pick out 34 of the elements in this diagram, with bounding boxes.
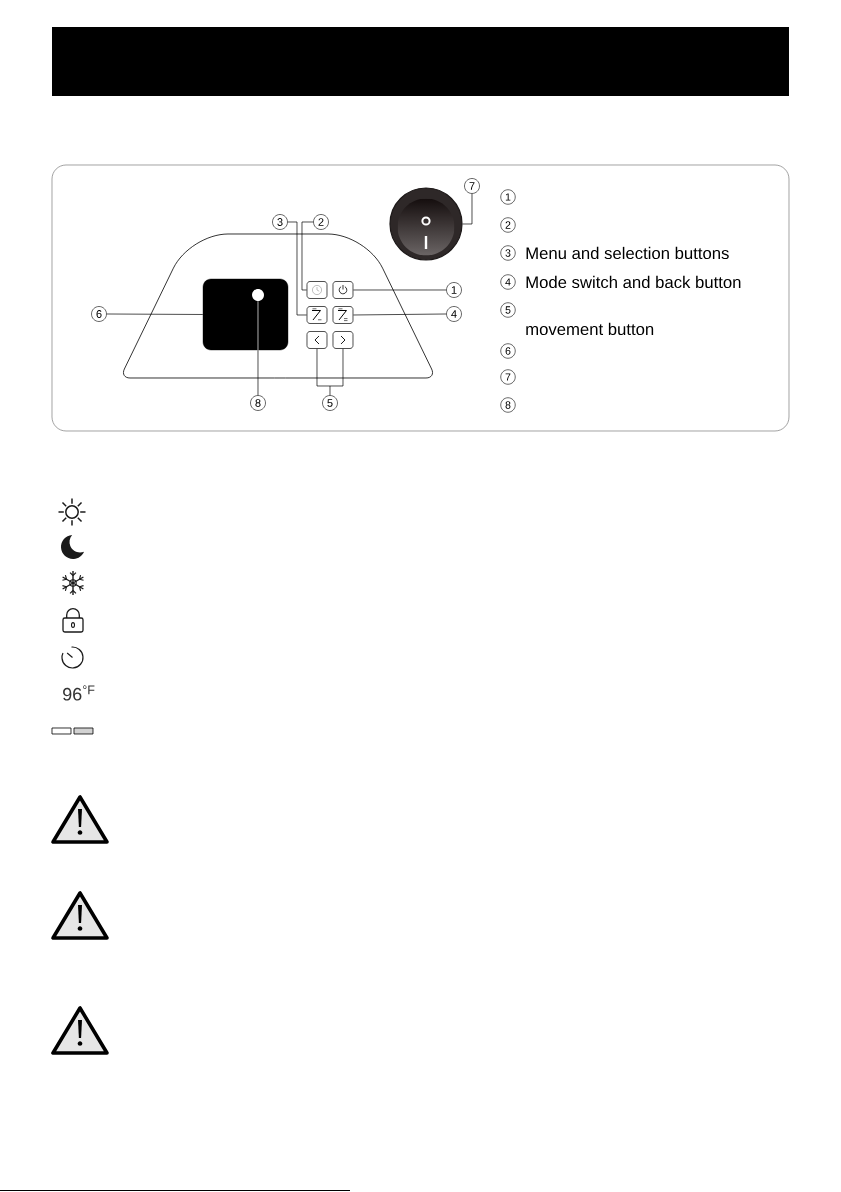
- callout-number: 1: [446, 282, 462, 298]
- leader-line: [462, 193, 473, 225]
- callout-number: 3: [272, 214, 288, 230]
- title-bar: [52, 27, 789, 96]
- display-screen: [202, 278, 289, 351]
- list-number: 7: [500, 369, 516, 385]
- item-label: movement button: [526, 322, 654, 336]
- callout-number: 5: [322, 395, 338, 411]
- item-label: Menu and selection buttons: [526, 246, 729, 260]
- callout-number: 2: [313, 214, 329, 230]
- leader-line: [287, 221, 307, 316]
- rocker-switch: [389, 187, 463, 261]
- leader-line: [106, 313, 204, 315]
- callout-number: 8: [250, 395, 266, 411]
- leader-line: [316, 348, 344, 396]
- callout-number: 7: [464, 178, 480, 194]
- list-number: 8: [500, 397, 516, 413]
- list-number: 2: [500, 217, 516, 233]
- panel-button: [332, 281, 354, 299]
- leader-line: [257, 300, 259, 396]
- callout-number: 6: [91, 306, 107, 322]
- leader-line: [353, 313, 447, 316]
- list-number: 1: [500, 189, 516, 205]
- list-number: 3: [500, 245, 516, 261]
- temperature-reading: 96$^{°F}$: [63, 685, 95, 701]
- list-number: 6: [500, 343, 516, 359]
- item-label: Mode switch and back button: [526, 275, 741, 289]
- callout-number: 4: [446, 306, 462, 322]
- panel-button: [332, 331, 354, 349]
- panel-button: [306, 331, 328, 349]
- leader-line: [301, 221, 314, 291]
- list-number: 4: [500, 274, 516, 290]
- list-number: 5: [500, 302, 516, 318]
- leader-line: [353, 289, 447, 291]
